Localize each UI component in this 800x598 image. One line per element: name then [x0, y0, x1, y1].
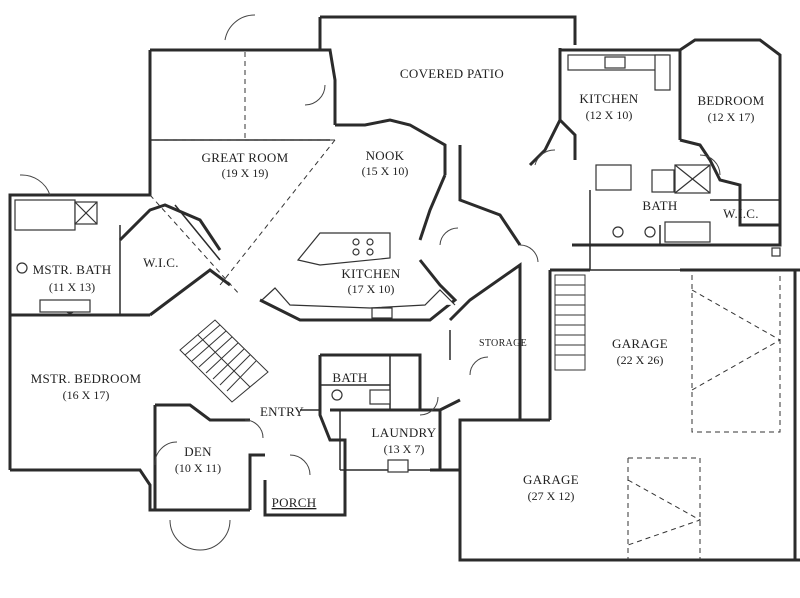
label-laundry: LAUNDRY: [372, 425, 437, 440]
label-mstr-bedroom: MSTR. BEDROOM: [31, 371, 142, 386]
label-wic-left: W.I.C.: [143, 255, 179, 270]
interior-walls: [10, 50, 780, 510]
label-den: DEN: [184, 444, 212, 459]
exterior-walls: [8, 15, 800, 562]
fixtures: [14, 54, 781, 473]
label-bath-upper: BATH: [642, 198, 677, 213]
label-covered-patio: COVERED PATIO: [400, 66, 504, 81]
label-great-room: GREAT ROOM: [202, 150, 289, 165]
dim-nook: (15 X 10): [362, 164, 409, 178]
label-garage-small: GARAGE: [523, 472, 579, 487]
label-porch: PORCH: [272, 495, 317, 510]
garage-door-outlines: [627, 275, 781, 560]
garage-stairs: [554, 274, 586, 371]
label-bedroom: BEDROOM: [697, 93, 764, 108]
dim-bedroom: (12 X 17): [708, 110, 755, 124]
label-wic-right: W.I.C.: [723, 206, 759, 221]
label-entry: ENTRY: [260, 404, 304, 419]
room-labels: COVERED PATIO GREAT ROOM (19 X 19) NOOK …: [31, 66, 765, 510]
label-nook: NOOK: [366, 148, 405, 163]
label-kitchen-main: KITCHEN: [341, 266, 400, 281]
label-kitchen-upper: KITCHEN: [579, 91, 638, 106]
label-bath-small: BATH: [332, 370, 367, 385]
dim-garage-small: (27 X 12): [528, 489, 575, 503]
dim-laundry: (13 X 7): [384, 442, 425, 456]
label-garage-large: GARAGE: [612, 336, 668, 351]
label-storage: STORAGE: [479, 338, 527, 349]
dim-kitchen-upper: (12 X 10): [586, 108, 633, 122]
dim-kitchen-main: (17 X 10): [348, 282, 395, 296]
main-stairs: [179, 319, 269, 403]
doors: [19, 14, 721, 551]
dim-great-room: (19 X 19): [222, 166, 269, 180]
dim-garage-large: (22 X 26): [617, 353, 664, 367]
dim-den: (10 X 11): [175, 461, 221, 475]
label-mstr-bath: MSTR. BATH: [33, 262, 112, 277]
dim-mstr-bedroom: (16 X 17): [63, 388, 110, 402]
dim-mstr-bath: (11 X 13): [49, 280, 95, 294]
